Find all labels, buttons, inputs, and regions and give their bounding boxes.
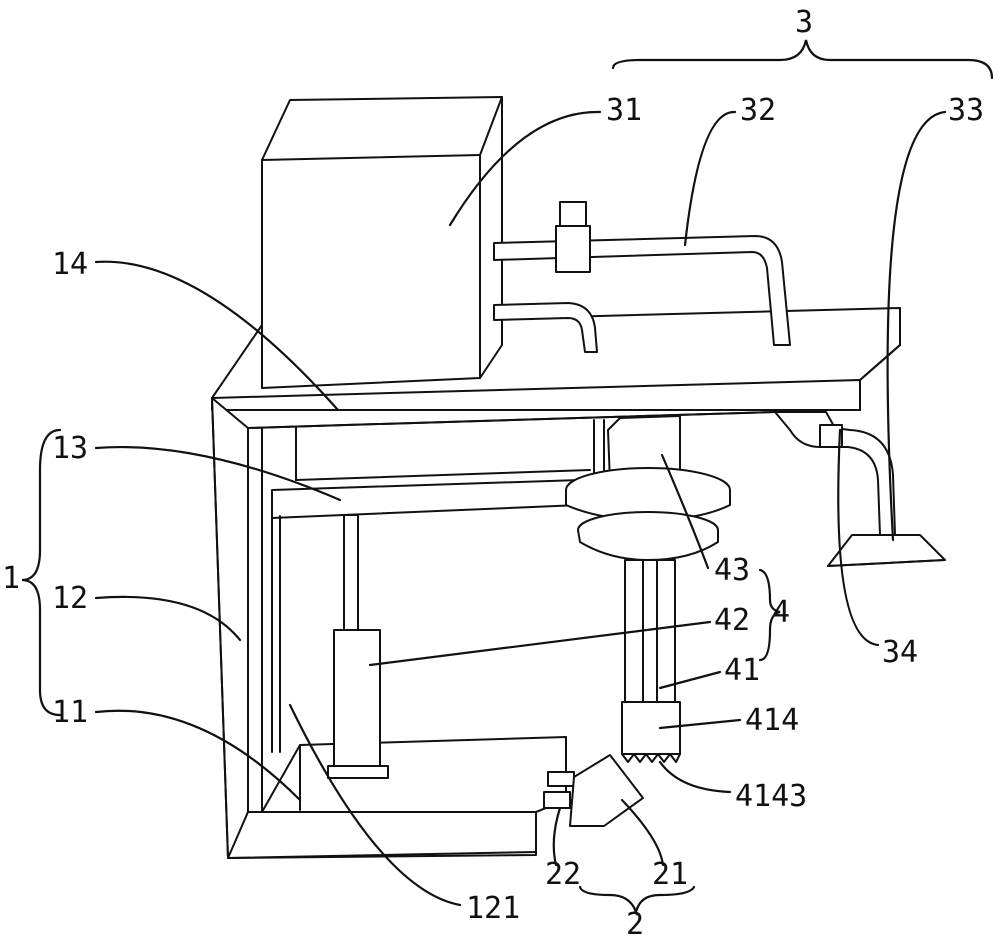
label-22: 22 [545,857,581,892]
reference-labels: 3 31 32 33 14 13 1 12 11 43 4 42 41 414 … [2,5,984,938]
label-4143: 4143 [735,779,807,814]
label-34: 34 [882,635,918,670]
label-33: 33 [948,93,984,128]
label-414: 414 [745,703,799,738]
label-32: 32 [740,93,776,128]
label-2: 2 [626,907,644,938]
label-11: 11 [52,695,88,730]
tank-box [261,96,503,389]
pipe-assembly [493,201,791,353]
label-13: 13 [52,431,88,466]
label-1: 1 [2,561,20,596]
label-14: 14 [52,247,88,282]
label-3: 3 [795,5,813,40]
label-43: 43 [714,553,750,588]
label-121: 121 [466,891,520,926]
label-21: 21 [652,857,688,892]
label-41: 41 [724,653,760,688]
leader-lines [21,39,994,916]
drive-assembly [565,415,731,763]
inner-beams [271,427,591,753]
label-12: 12 [52,581,88,616]
label-42: 42 [714,603,750,638]
lift-cylinder [327,514,389,779]
component-2 [543,754,644,827]
nozzle-assembly [774,411,946,567]
label-4: 4 [772,595,790,630]
label-31: 31 [606,93,642,128]
